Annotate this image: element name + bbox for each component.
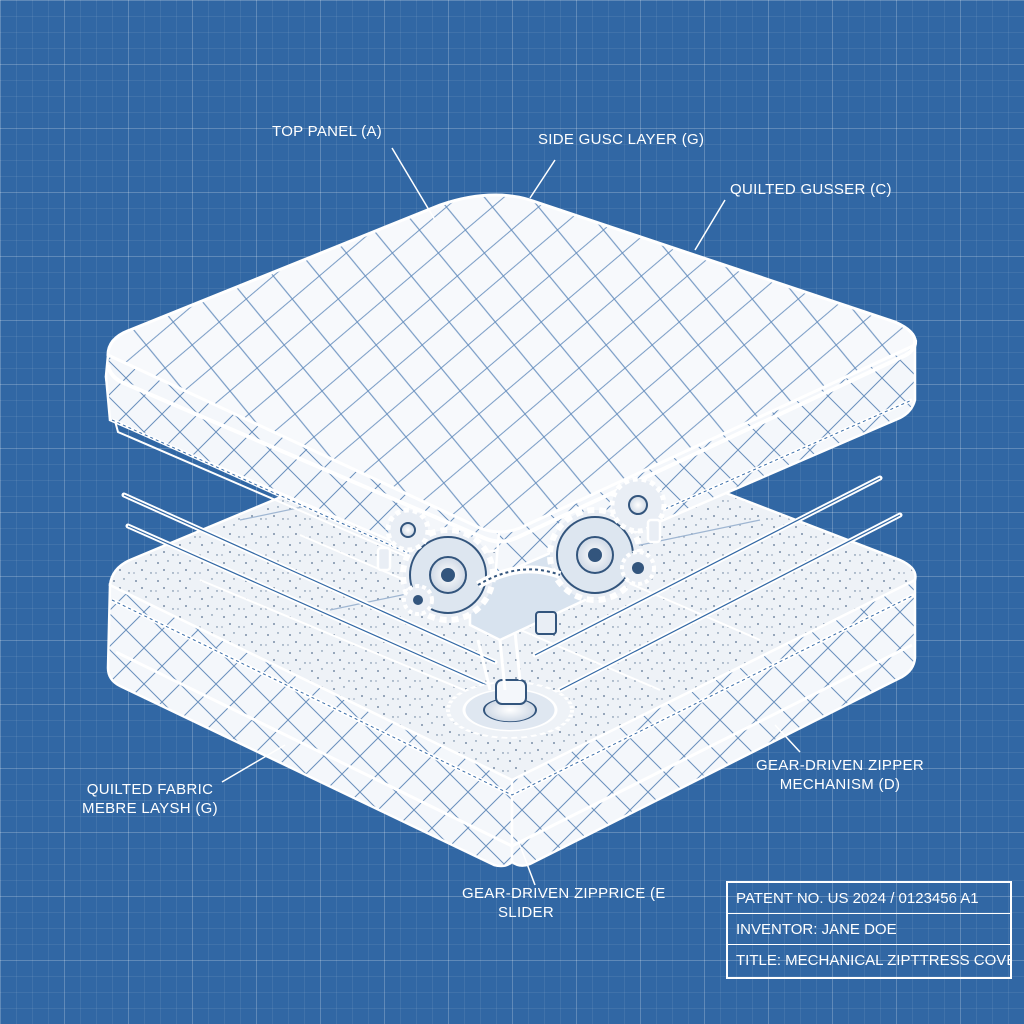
upper-panel <box>104 193 918 590</box>
title-block-patent: PATENT NO. US 2024 / 0123456 A1 <box>728 883 1010 914</box>
gear-mechanism <box>376 476 667 691</box>
label-quilted-gusset: QUILTED GUSSER (C) <box>730 181 892 198</box>
slider-gear <box>446 681 574 739</box>
label-gear-mechanism-line2: MECHANISM (D) <box>779 776 901 793</box>
label-gear-slider-line1: GEAR-DRIVEN ZIPPRICE (E <box>462 885 666 902</box>
label-quilted-fabric: QUILTED FABRIC MEBRE LAYSH (G) <box>70 780 230 818</box>
label-side-gusset: SIDE GUSC LAYER (G) <box>538 131 705 148</box>
upper-top-surface <box>106 193 917 534</box>
title-block-inventor: INVENTOR: JANE DOE <box>728 914 1010 945</box>
title-block-title: TITLE: MECHANICAL ZIPTTRESS COVER <box>736 952 1010 969</box>
label-top-panel: TOP PANEL (A) <box>272 123 383 140</box>
label-quilted-fabric-line2: MEBRE LAYSH (G) <box>82 800 218 817</box>
leader-lines <box>221 147 801 886</box>
label-gear-slider-line2: SLIDER <box>498 904 554 921</box>
label-gear-slider: GEAR-DRIVEN ZIPPRICE (E SLIDER <box>462 884 666 922</box>
label-gear-mechanism: GEAR-DRIVEN ZIPPER MECHANISM (D) <box>745 756 935 794</box>
slider-hub <box>495 679 527 705</box>
title-block: PATENT NO. US 2024 / 0123456 A1 INVENTOR… <box>726 881 1012 979</box>
label-gear-mechanism-line1: GEAR-DRIVEN ZIPPER <box>756 757 924 774</box>
label-quilted-fabric-line1: QUILTED FABRIC <box>86 781 214 798</box>
